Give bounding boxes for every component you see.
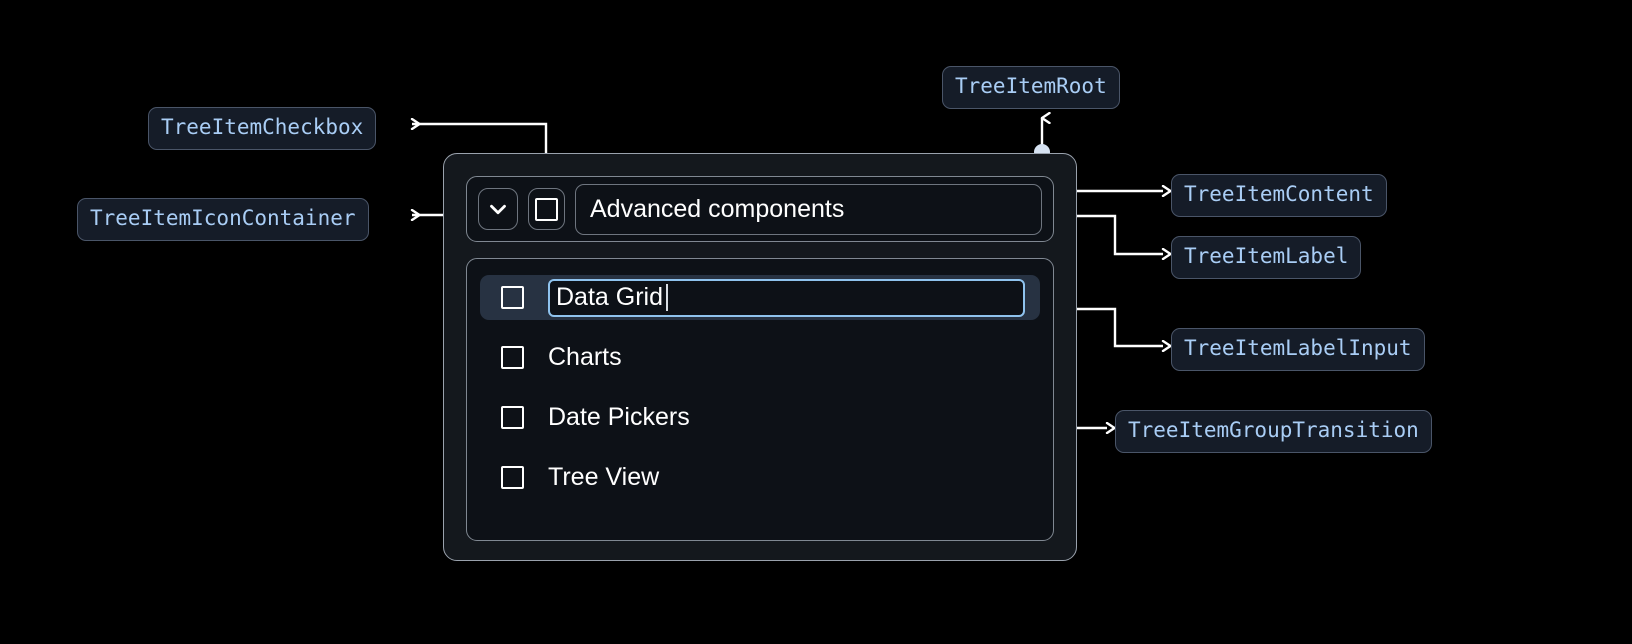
tree-item-date-pickers[interactable]: Date Pickers — [480, 395, 1040, 440]
label-input-value: Data Grid — [556, 283, 663, 311]
tree-item-label: Charts — [548, 343, 622, 371]
annotation-tree-item-root: TreeItemRoot — [942, 66, 1120, 109]
annotation-tree-item-label-input: TreeItemLabelInput — [1171, 328, 1425, 371]
checkbox-unchecked-icon[interactable] — [501, 466, 524, 489]
annotation-tree-item-group-transition: TreeItemGroupTransition — [1115, 410, 1432, 453]
tree-item-root[interactable]: Advanced components Data Grid Charts Dat… — [443, 153, 1077, 561]
annotation-tree-item-checkbox: TreeItemCheckbox — [148, 107, 377, 150]
tree-item-label: Tree View — [548, 463, 660, 491]
tree-item-label: Advanced components — [575, 183, 1042, 235]
tree-item-content[interactable]: Advanced components — [466, 176, 1054, 242]
tree-item-group-transition: Data Grid Charts Date Pickers Tree View — [466, 258, 1054, 541]
tree-item-icon-container[interactable] — [478, 188, 518, 230]
chevron-down-icon — [485, 196, 511, 222]
annotation-tree-item-icon-container: TreeItemIconContainer — [77, 198, 369, 241]
annotation-tree-item-label: TreeItemLabel — [1171, 236, 1362, 279]
checkbox-unchecked-icon[interactable] — [501, 406, 524, 429]
tree-item-label: Date Pickers — [548, 403, 690, 431]
annotation-tree-item-content: TreeItemContent — [1171, 174, 1387, 217]
checkbox-unchecked-icon[interactable] — [501, 286, 524, 309]
tree-item-label-input[interactable]: Data Grid — [548, 278, 1025, 317]
tree-item-checkbox[interactable] — [528, 188, 565, 230]
checkbox-unchecked-icon — [535, 197, 558, 221]
tree-item-charts[interactable]: Charts — [480, 335, 1040, 380]
text-caret — [665, 284, 668, 311]
checkbox-unchecked-icon[interactable] — [501, 346, 524, 369]
tree-item-data-grid[interactable]: Data Grid — [480, 275, 1040, 320]
tree-item-tree-view[interactable]: Tree View — [480, 455, 1040, 500]
